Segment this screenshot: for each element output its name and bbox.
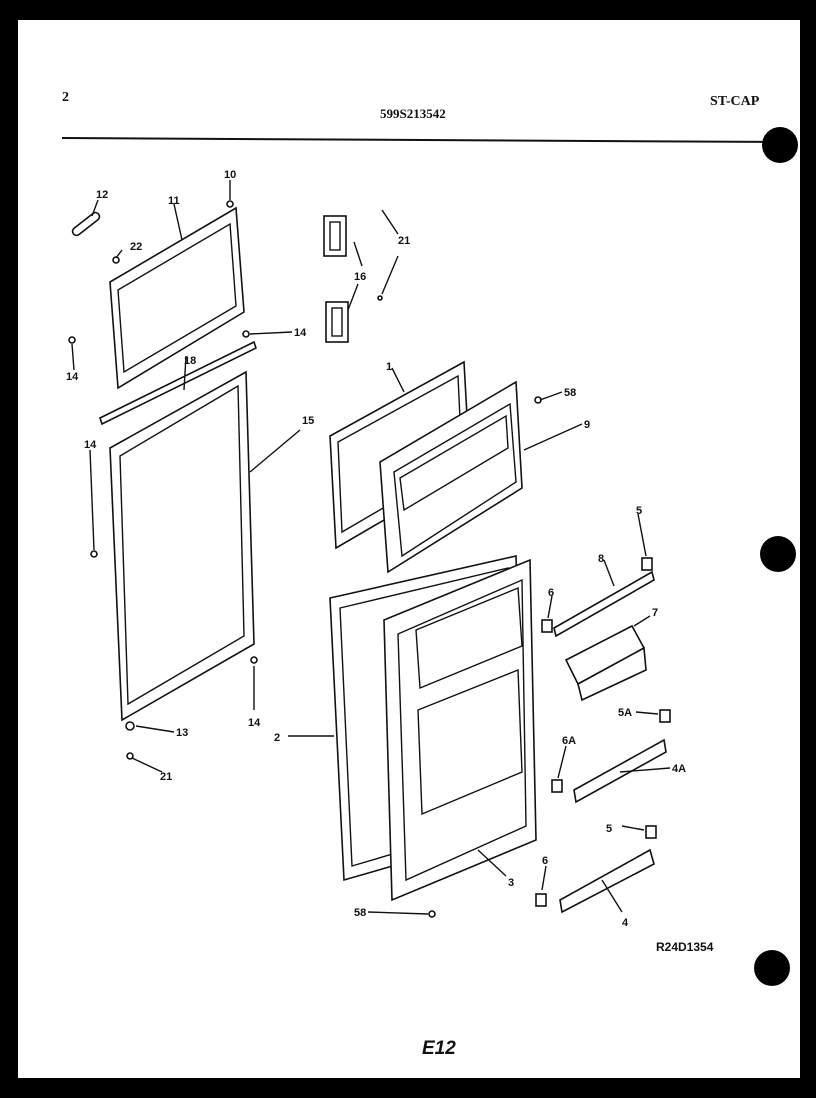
binder-hole-bottom bbox=[754, 950, 790, 986]
callout-9: 9 bbox=[584, 419, 590, 431]
callout-22: 22 bbox=[130, 241, 142, 253]
callout-14-d: 14 bbox=[248, 717, 261, 729]
callout-58-b: 58 bbox=[354, 907, 366, 919]
callout-14-a: 14 bbox=[66, 371, 79, 383]
page-number: 2 bbox=[62, 90, 69, 105]
shelf-clips bbox=[535, 557, 671, 907]
exploded-door-diagram: 12 11 10 22 14 14 18 14 15 14 13 21 21 1… bbox=[61, 137, 779, 929]
parts-diagram-sheet: 2 599S213542 ST-CAP bbox=[18, 20, 800, 1078]
callout-3: 3 bbox=[508, 877, 514, 889]
series-code: ST-CAP bbox=[710, 94, 760, 109]
part-18-strip bbox=[99, 340, 257, 426]
callout-13: 13 bbox=[176, 727, 188, 739]
callout-labels: 12 11 10 22 14 14 18 14 15 14 13 21 21 1… bbox=[66, 169, 686, 929]
callout-21-a: 21 bbox=[160, 771, 172, 783]
part-7-dairy-bin bbox=[564, 624, 647, 702]
callout-21-b: 21 bbox=[398, 235, 410, 247]
part-16-hinges bbox=[323, 215, 349, 343]
binder-hole-top bbox=[762, 127, 798, 163]
callout-5-bottom: 5 bbox=[606, 823, 612, 835]
part-15-gasket bbox=[109, 370, 255, 722]
callout-14-b: 14 bbox=[294, 327, 307, 339]
callout-6-bottom: 6 bbox=[542, 855, 548, 867]
callout-6-top: 6 bbox=[548, 587, 554, 599]
part-8-shelf-bar bbox=[553, 570, 655, 638]
callout-11: 11 bbox=[168, 195, 180, 207]
part-4a-shelf-bar bbox=[573, 738, 667, 804]
callout-15: 15 bbox=[302, 415, 314, 427]
binder-hole-middle bbox=[760, 536, 796, 572]
part-4-shelf-bar bbox=[559, 848, 655, 914]
screws bbox=[68, 200, 542, 918]
callout-4a: 4A bbox=[672, 763, 686, 775]
model-number: 599S213542 bbox=[380, 106, 446, 121]
callout-12: 12 bbox=[96, 189, 108, 201]
callout-2: 2 bbox=[274, 732, 280, 744]
callout-5a: 5A bbox=[618, 707, 632, 719]
page-code: E12 bbox=[422, 1038, 456, 1059]
part-3-fresh-food-door bbox=[383, 558, 537, 902]
callout-14-c: 14 bbox=[84, 439, 97, 451]
part-9-freezer-door bbox=[379, 380, 523, 574]
callout-1: 1 bbox=[386, 361, 392, 373]
callout-10: 10 bbox=[224, 169, 236, 181]
callout-5-top: 5 bbox=[636, 505, 642, 517]
callout-16: 16 bbox=[354, 271, 366, 283]
diagram-code: R24D1354 bbox=[656, 940, 714, 954]
callout-58-a: 58 bbox=[564, 387, 576, 399]
callout-4: 4 bbox=[622, 917, 629, 929]
leader-lines bbox=[71, 180, 671, 915]
part-11-freezer-door bbox=[109, 206, 245, 390]
callout-7: 7 bbox=[652, 607, 658, 619]
callout-18: 18 bbox=[184, 355, 196, 367]
part-12-handle-trim bbox=[71, 211, 101, 237]
callout-6a: 6A bbox=[562, 735, 576, 747]
callout-8: 8 bbox=[598, 553, 604, 565]
header-rule bbox=[61, 137, 779, 143]
